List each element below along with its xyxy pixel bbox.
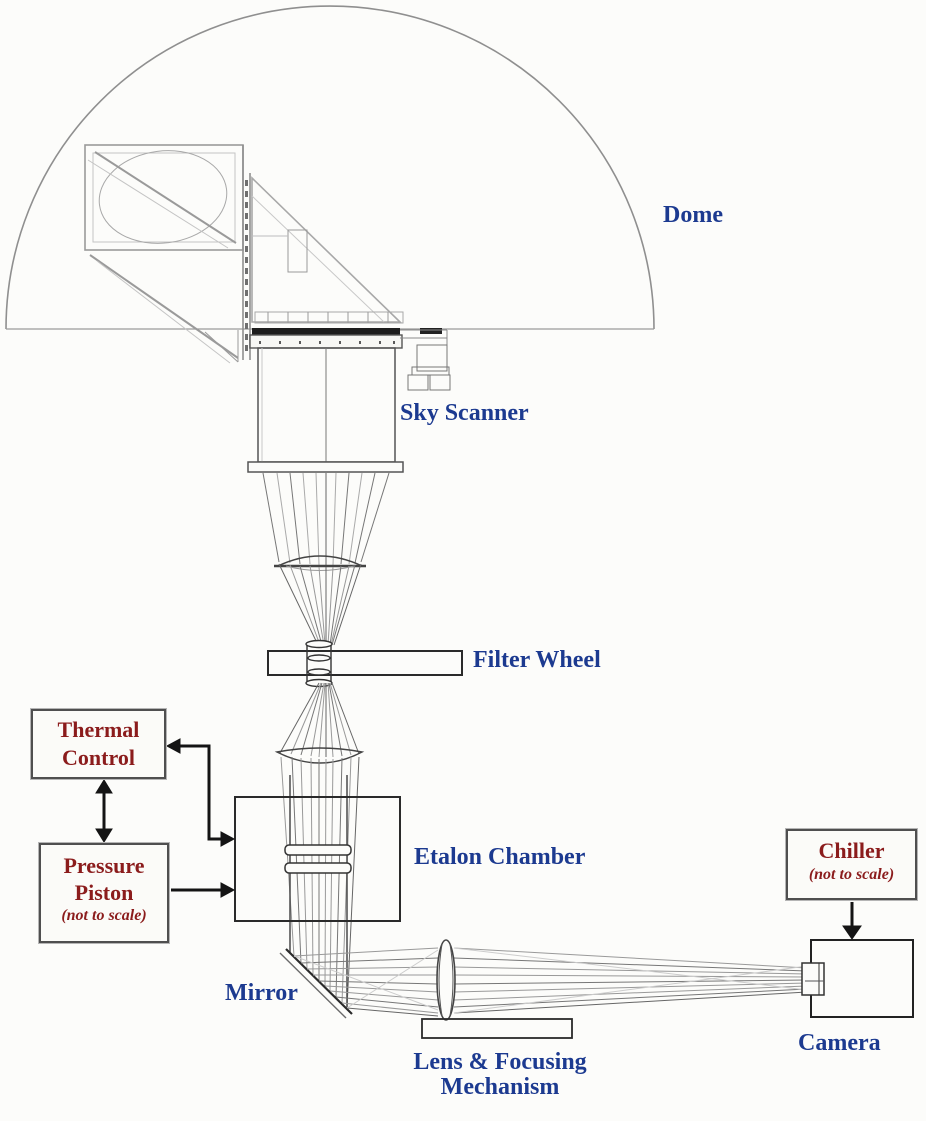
dome-outline [5, 5, 655, 330]
lens-focusing-drawing [421, 939, 573, 1039]
chiller-note: (not to scale) [808, 866, 895, 883]
collimator-lens [274, 555, 366, 571]
field-lens [274, 747, 365, 764]
chiller-title: Chiller [818, 838, 885, 863]
chiller-box: Chiller (not to scale) [785, 828, 918, 901]
thermal-etalon-path [173, 744, 227, 841]
lens-focusing-label: Lens & Focusing Mechanism [375, 1049, 625, 1101]
filter-wheel-drawing [267, 639, 463, 688]
thermal-control-box: Thermal Control [30, 708, 167, 780]
thermal-control-line1: Thermal [57, 717, 140, 742]
thermal-control-line2: Control [62, 745, 135, 770]
scanner-cad-drawing [84, 144, 404, 364]
lens-focusing-label-line2: Mechanism [440, 1074, 560, 1101]
filter-wheel-label: Filter Wheel [473, 647, 601, 673]
optical-rays-lower [274, 682, 365, 1009]
camera-label: Camera [798, 1030, 881, 1056]
pressure-piston-line2: Piston [74, 880, 134, 905]
optical-rays-vertical [262, 472, 390, 646]
lens-focusing-label-line1: Lens & Focusing [413, 1049, 587, 1075]
camera-drawing [801, 939, 914, 1018]
control-arrows [95, 738, 862, 940]
etalon-chamber-label: Etalon Chamber [414, 844, 586, 870]
sky-scanner-drawing [247, 328, 451, 473]
sky-scanner-label: Sky Scanner [400, 400, 529, 426]
pressure-piston-line1: Pressure [63, 853, 145, 878]
mirror-label: Mirror [225, 980, 298, 1006]
pressure-piston-note: (not to scale) [61, 907, 147, 924]
pressure-piston-box: Pressure Piston (not to scale) [38, 842, 170, 944]
dome-label: Dome [663, 202, 723, 228]
optical-rays-horizontal [293, 947, 808, 1017]
etalon-chamber-drawing [234, 796, 401, 922]
